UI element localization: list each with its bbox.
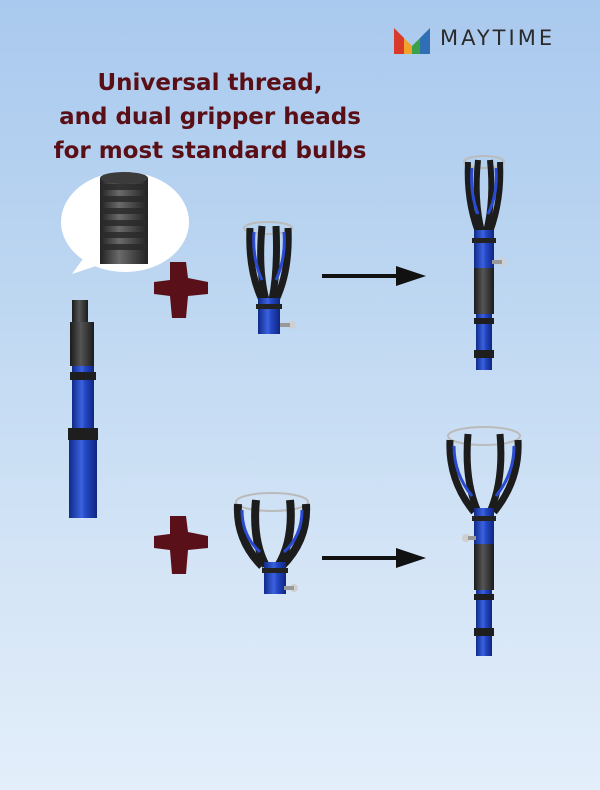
headline-line-2: and dual gripper heads xyxy=(59,104,361,130)
brand-logo: MAYTIME xyxy=(392,22,592,58)
plus-icon xyxy=(154,516,208,574)
arrow-right-icon xyxy=(322,266,426,286)
headline: Universal thread, and dual gripper heads… xyxy=(40,66,380,168)
extension-pole xyxy=(68,300,98,518)
assembled-pole-large-head xyxy=(446,426,522,656)
arrow-right-icon xyxy=(322,548,426,568)
maytime-logo-icon xyxy=(394,28,430,54)
plus-icon xyxy=(154,262,208,318)
headline-line-3: for most standard bulbs xyxy=(53,138,367,164)
thread-zoom-bubble xyxy=(61,172,189,274)
headline-line-1: Universal thread, xyxy=(97,70,323,96)
large-gripper-head xyxy=(233,492,311,594)
assembled-pole-small-head xyxy=(463,155,506,370)
small-gripper-head xyxy=(243,221,296,334)
brand-name: MAYTIME xyxy=(440,26,556,50)
